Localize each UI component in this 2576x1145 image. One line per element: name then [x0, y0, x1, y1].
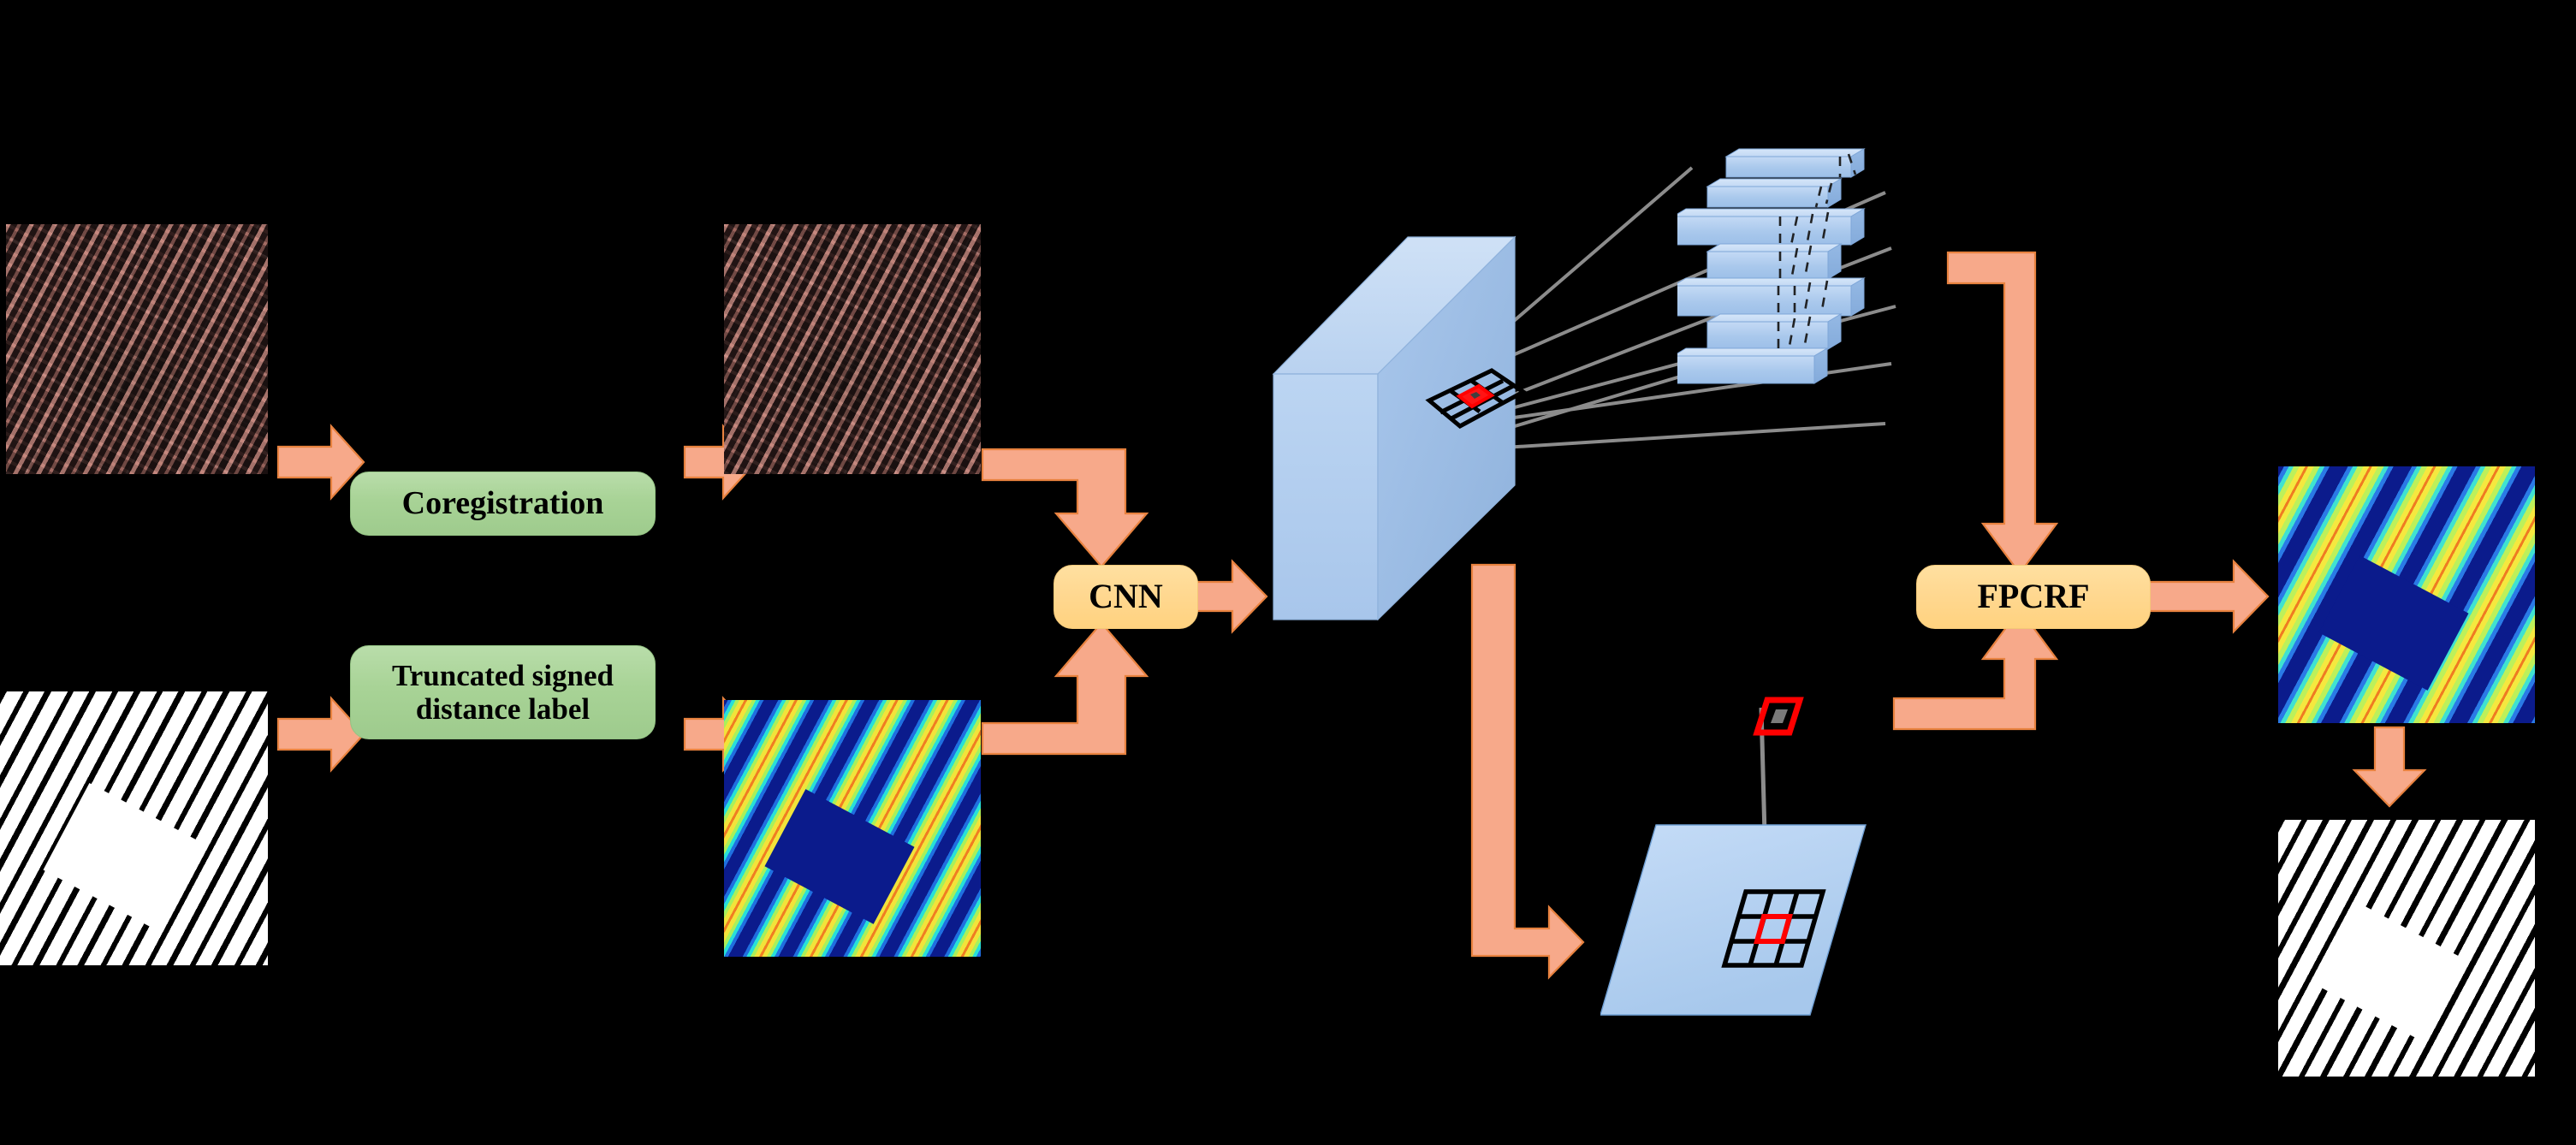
plane-grid: [1721, 889, 1826, 968]
coregistration-box[interactable]: Coregistration: [350, 472, 656, 536]
floating-highlight-cell: [1753, 697, 1804, 736]
arrow-cnn-to-volume: [1195, 559, 1268, 634]
feature-annotation-label: tu: [1410, 636, 1441, 674]
arrow-fpcrf-to-output: [2146, 559, 2270, 634]
cnn-feature-volume: [1267, 227, 1540, 621]
cnn-box[interactable]: CNN: [1054, 565, 1198, 629]
bar-1: [1724, 148, 1866, 178]
arrow-output-to-mask: [2352, 726, 2427, 808]
arrow-elbow-tsdf-to-cnn: [981, 621, 1149, 756]
feature-volume-grid: [1425, 368, 1528, 430]
fpcrf-label: FPCRF: [1977, 577, 2090, 616]
tsdf-map-image: [724, 700, 981, 957]
feature-vector-bars: [1671, 145, 1968, 419]
input-aerial-image: [6, 224, 268, 474]
fpcrf-output-map: [2278, 466, 2535, 723]
cnn-label: CNN: [1089, 577, 1163, 616]
arrow-volume-to-plane: [1470, 563, 1585, 980]
tsdf-label-box[interactable]: Truncated signed distance label: [350, 645, 656, 739]
bar-3: [1671, 208, 1866, 246]
tsdf-label-line2: distance label: [415, 692, 591, 726]
bar-6: [1706, 313, 1843, 350]
coregistered-aerial-image: [724, 224, 981, 474]
bar-4: [1706, 243, 1843, 280]
arrow-elbow-aerial-to-cnn: [981, 448, 1149, 568]
final-building-mask: [2278, 820, 2535, 1077]
coregistration-label: Coregistration: [401, 485, 604, 522]
tsdf-label-line1: Truncated signed: [392, 658, 614, 692]
fpcrf-box[interactable]: FPCRF: [1916, 565, 2151, 629]
bar-5: [1671, 277, 1866, 317]
input-building-mask: [0, 691, 268, 965]
message-passing-plane: [1600, 697, 1883, 1018]
feature-volume-shape: [1272, 235, 1517, 621]
bar-2: [1706, 178, 1843, 208]
bar-7: [1671, 347, 1829, 384]
bars-shape: [1671, 148, 1866, 384]
